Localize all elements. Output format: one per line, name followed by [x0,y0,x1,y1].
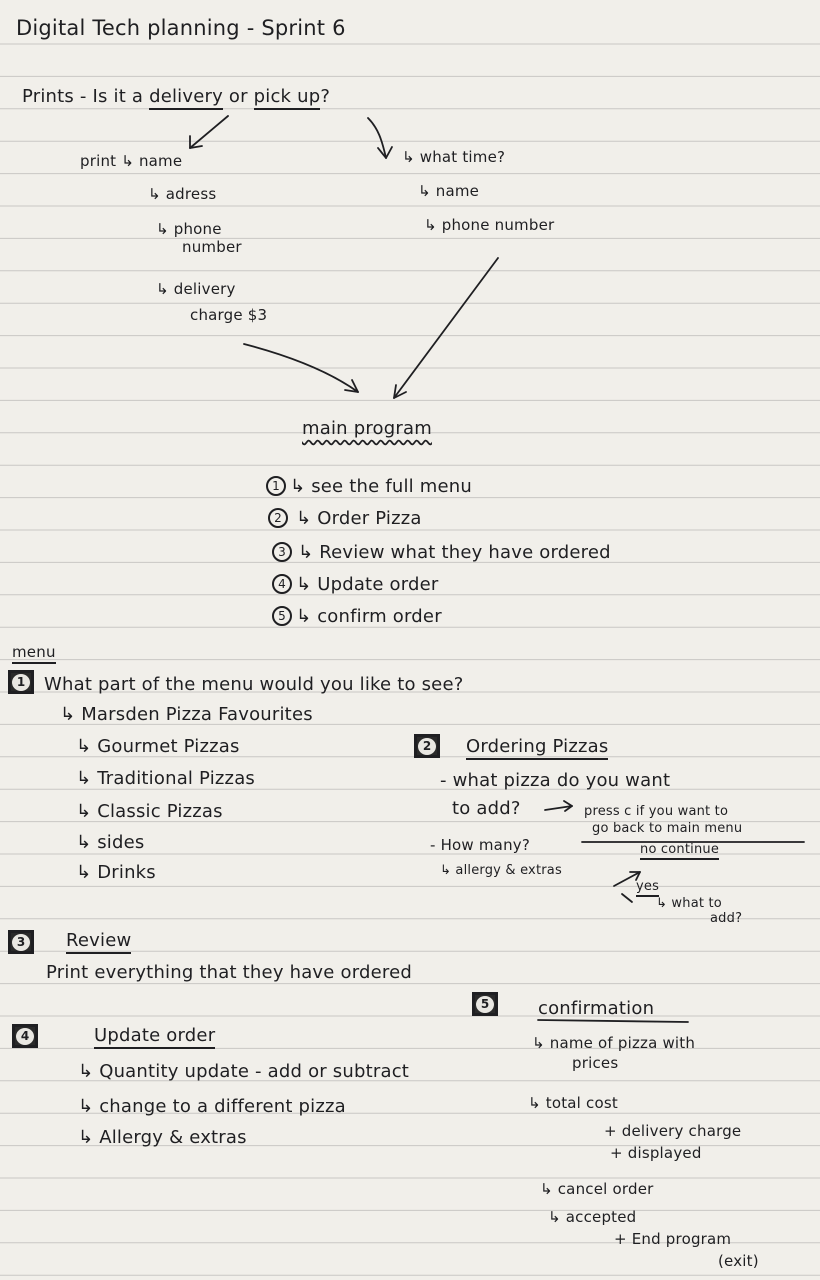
arrow-pickup [367,117,387,159]
ordering-line-2: to add? [452,798,521,819]
confirmation-end-program: + End program [614,1230,732,1248]
delivery-charge-2: charge $3 [190,306,268,324]
confirmation-delivery-charge: + delivery charge [604,1122,742,1140]
ordering-yes: yes [636,879,660,897]
main-program-title: main program [302,418,432,439]
menu-number-box: 1 [8,670,34,694]
confirmation-exit: (exit) [718,1252,759,1270]
arrow-delivery [189,115,229,149]
ordering-what-to: ↳ what to [656,896,722,911]
ordering-allergy: ↳ allergy & extras [440,863,562,878]
review-text: Print everything that they have ordered [46,962,412,983]
pickup-phone: ↳ phone number [424,216,555,234]
arrow-press-c [544,805,573,811]
confirmation-name-line: ↳ name of pizza with [532,1034,696,1052]
delivery-address: ↳ adress [148,185,217,203]
option-number-1: 1 [266,476,286,496]
ordering-add: add? [710,911,743,926]
pickup-word: pick up [253,86,321,110]
menu-item-favourites: ↳ Marsden Pizza Favourites [60,704,313,725]
option-3-text: ↳ Review what they have ordered [298,542,611,563]
option-number-2: 2 [268,508,288,528]
ordering-go-back: go back to main menu [592,821,743,836]
ordering-title: Ordering Pizzas [466,736,609,760]
update-item-allergy: ↳ Allergy & extras [78,1127,247,1148]
menu-item-gourmet: ↳ Gourmet Pizzas [76,736,240,757]
confirmation-title: confirmation [538,998,655,1019]
delivery-print-name: print ↳ name [80,152,183,170]
confirmation-number-box: 5 [472,992,498,1016]
option-number-5: 5 [272,606,292,626]
confirmation-accepted: ↳ accepted [548,1208,637,1226]
option-1-text: ↳ see the full menu [290,476,473,497]
arrow-to-main-right [393,257,499,399]
ordering-number-box: 2 [414,734,440,758]
confirmation-total: ↳ total cost [528,1094,618,1112]
option-5-text: ↳ confirm order [296,606,442,627]
update-item-change: ↳ change to a different pizza [78,1096,346,1117]
arrow-to-main-left [243,343,359,393]
ordering-no-continue: no continue [640,842,720,860]
ordering-line-1: - what pizza do you want [440,770,671,791]
option-number-3: 3 [272,542,292,562]
confirmation-prices: prices [572,1054,619,1072]
update-title: Update order [94,1025,216,1049]
delivery-phone-2: number [182,238,242,256]
ordering-press-c: press c if you want to [584,804,729,819]
arrow-yes [621,893,633,903]
option-2-text: ↳ Order Pizza [296,508,422,529]
pickup-time: ↳ what time? [402,148,506,166]
confirmation-cancel: ↳ cancel order [540,1180,654,1198]
delivery-charge: ↳ delivery [156,280,236,298]
page-title: Digital Tech planning - Sprint 6 [16,16,346,40]
menu-item-sides: ↳ sides [76,832,145,853]
option-4-text: ↳ Update order [296,574,439,595]
delivery-phone: ↳ phone [156,220,222,238]
delivery-word: delivery [149,86,223,110]
option-number-4: 4 [272,574,292,594]
menu-heading: menu [12,643,56,664]
review-title: Review [66,930,132,954]
menu-item-traditional: ↳ Traditional Pizzas [76,768,256,789]
menu-item-classic: ↳ Classic Pizzas [76,801,223,822]
confirmation-displayed: + displayed [610,1144,702,1162]
prints-question: Prints - Is it a delivery or pick up? [22,86,330,110]
ordering-how-many: - How many? [430,836,531,854]
update-item-quantity: ↳ Quantity update - add or subtract [78,1061,410,1082]
review-number-box: 3 [8,930,34,954]
pickup-name: ↳ name [418,182,480,200]
menu-question: What part of the menu would you like to … [44,674,464,695]
update-number-box: 4 [12,1024,38,1048]
menu-item-drinks: ↳ Drinks [76,862,156,883]
